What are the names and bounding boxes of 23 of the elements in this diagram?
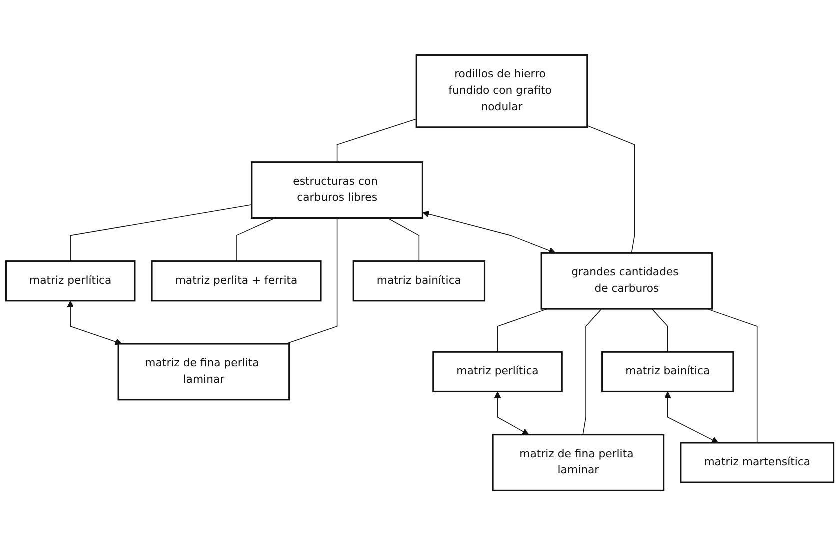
node-box: matriz perlítica <box>432 350 563 392</box>
node-box: rodillos de hierro fundido con grafito nodular <box>416 54 588 128</box>
arrow <box>664 391 719 443</box>
connector <box>286 217 338 344</box>
connector <box>706 308 758 443</box>
node-box: matriz bainítica <box>602 350 734 392</box>
connector <box>497 308 548 352</box>
connector <box>70 204 252 262</box>
arrow <box>67 300 122 345</box>
node-box: grandes cantidades de carburos <box>540 252 714 310</box>
node-box: matriz bainítica <box>352 260 486 302</box>
node-box: matriz martensítica <box>680 442 835 483</box>
connector <box>336 118 417 162</box>
node-box: matriz de fina perlita laminar <box>492 434 665 492</box>
arrow <box>494 391 530 435</box>
arrow <box>422 210 556 254</box>
node-box: matriz perlítica <box>5 260 136 302</box>
connector <box>582 308 602 435</box>
node-box: estructuras con carburos libres <box>251 161 424 219</box>
connector <box>587 124 636 254</box>
connector <box>652 308 668 352</box>
node-box: matriz perlita + ferrita <box>151 260 322 302</box>
node-box: matriz de fina perlita laminar <box>118 342 290 400</box>
